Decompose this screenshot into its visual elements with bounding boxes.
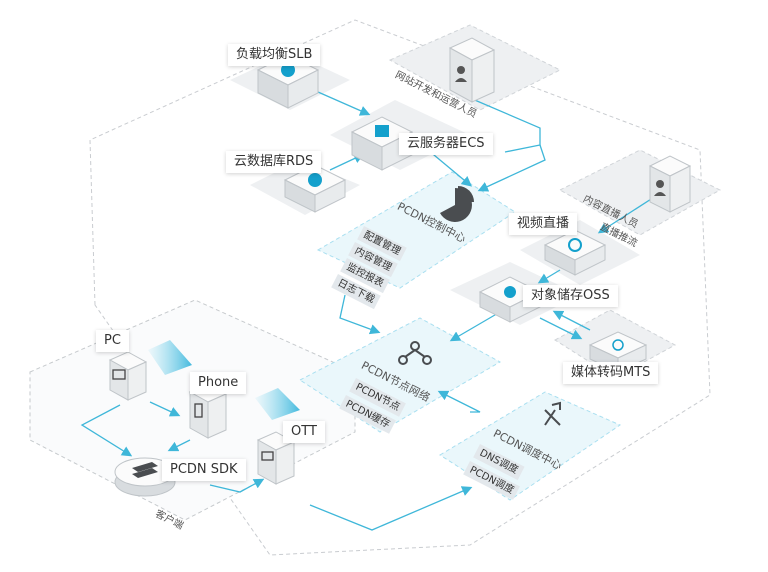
beam-phone bbox=[255, 388, 300, 420]
label-sdk: PCDN SDK bbox=[162, 459, 246, 481]
label-phone: Phone bbox=[190, 372, 247, 394]
tv-icon bbox=[261, 451, 274, 461]
link-control-node bbox=[339, 294, 381, 335]
box-ecs bbox=[350, 116, 414, 171]
link-mts-oss bbox=[552, 310, 591, 331]
device-pc bbox=[108, 351, 148, 401]
label-slb: 负载均衡SLB bbox=[228, 44, 321, 66]
link-dispatch-node bbox=[437, 390, 481, 413]
network-node-icon bbox=[398, 341, 432, 365]
link-ecs-control bbox=[427, 149, 472, 187]
rds-icon bbox=[308, 173, 322, 187]
person-icon bbox=[457, 66, 465, 74]
connectors bbox=[80, 91, 663, 531]
link-phone-sdk bbox=[167, 439, 191, 452]
beam-pc bbox=[148, 340, 192, 375]
link-sdk-dispatch bbox=[309, 486, 473, 531]
phone-icon bbox=[194, 403, 203, 418]
label-pc: PC bbox=[96, 330, 129, 352]
live-icon bbox=[568, 238, 582, 252]
tower-content bbox=[648, 155, 692, 213]
label-ott: OTT bbox=[283, 421, 325, 443]
label-mts: 媒体转码MTS bbox=[563, 362, 659, 384]
monitor-icon bbox=[112, 369, 126, 380]
sdk-icon bbox=[132, 462, 158, 478]
link-live-oss bbox=[537, 269, 561, 284]
dispatch-icon bbox=[544, 401, 561, 426]
pie-chart-icon bbox=[440, 186, 474, 222]
label-live: 视频直播 bbox=[509, 213, 578, 235]
link-pc-sdk bbox=[80, 404, 133, 457]
link-slb-ecs bbox=[317, 91, 371, 116]
link-sdk-ott bbox=[209, 478, 265, 493]
person-icon bbox=[656, 180, 664, 188]
tower-devops bbox=[448, 37, 496, 103]
link-devops-ecs bbox=[469, 97, 541, 153]
device-sdk bbox=[114, 457, 176, 497]
oss-icon bbox=[504, 286, 516, 298]
link-pc-phone bbox=[149, 401, 181, 417]
cloud-boundary bbox=[89, 19, 711, 556]
mts-icon bbox=[612, 339, 624, 351]
link-oss-node bbox=[449, 311, 501, 342]
label-rds: 云数据库RDS bbox=[226, 151, 322, 173]
link-devops-control bbox=[477, 144, 546, 192]
label-ecs: 云服务器ECS bbox=[399, 133, 493, 155]
label-oss: 对象储存OSS bbox=[523, 285, 618, 307]
link-oss-mts bbox=[539, 317, 583, 340]
box-live bbox=[543, 229, 607, 276]
zone-content bbox=[558, 149, 722, 236]
ecs-icon bbox=[375, 125, 389, 137]
slb-icon bbox=[281, 63, 295, 77]
